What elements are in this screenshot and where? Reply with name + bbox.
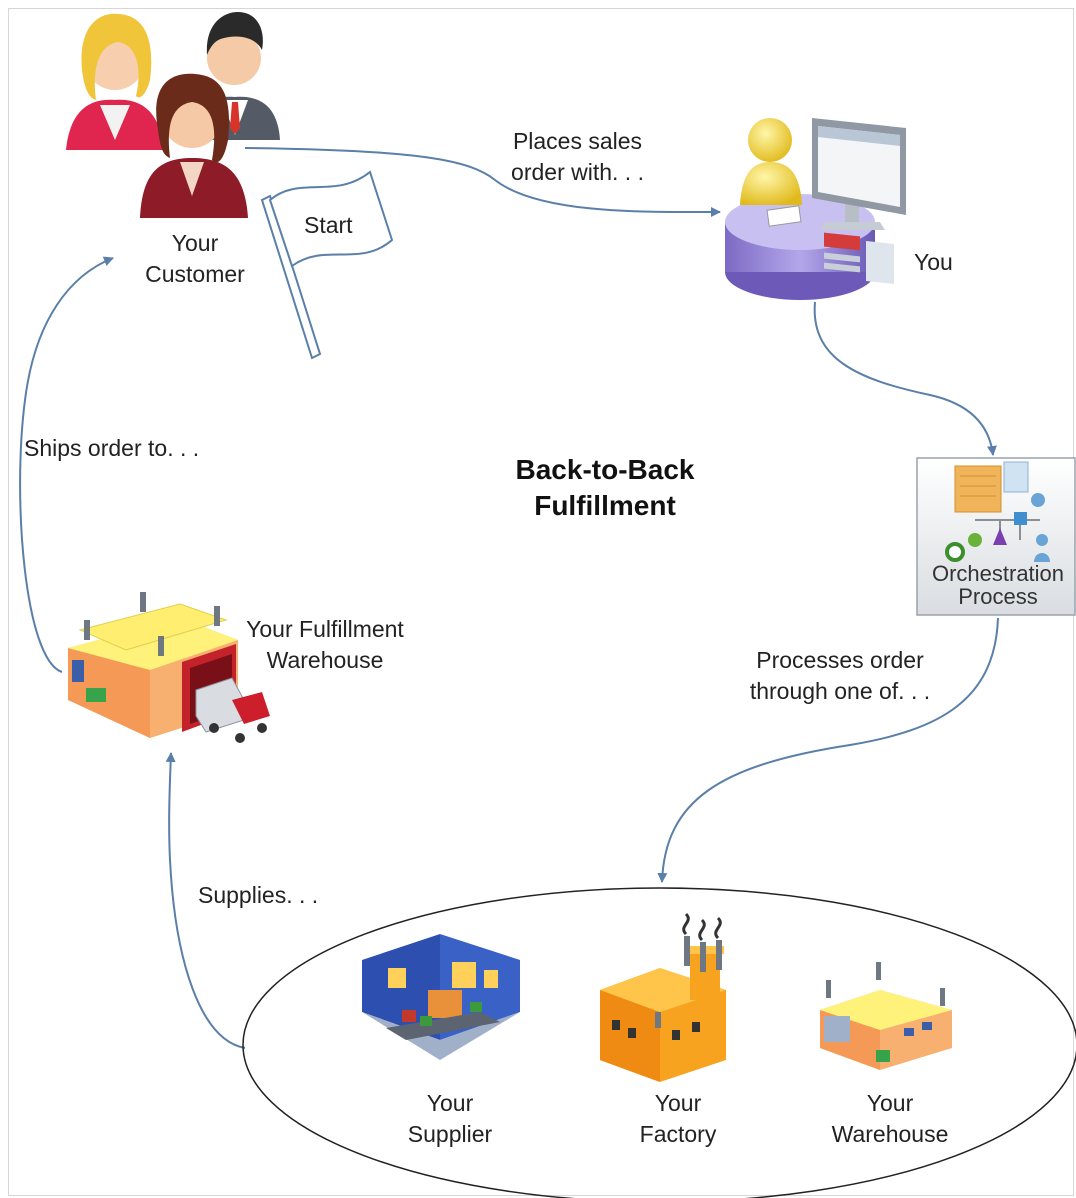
diagram-title: Back-to-Back Fulfillment [470, 452, 740, 524]
supplies-label: Supplies. . . [198, 882, 319, 908]
orchestration-label: Orchestration Process [931, 561, 1065, 609]
arrow-supplies [165, 752, 246, 1049]
ships-order-label: Ships order to. . . [24, 435, 200, 461]
factory-icon [600, 912, 726, 1082]
orchestration-process-icon [916, 457, 1076, 616]
warehouse-icon [820, 962, 952, 1070]
processes-order-label: Processes order through one of. . . [749, 647, 931, 704]
supplier-icon [362, 934, 520, 1060]
warehouse-label: Your Warehouse [831, 1090, 949, 1147]
places-order-label: Places sales order with. . . [511, 128, 644, 185]
arrow-to-orchestration [813, 301, 997, 456]
you-icon [725, 118, 906, 300]
you-label: You [914, 249, 953, 275]
fulfillment-warehouse-icon [68, 592, 270, 743]
start-flag-icon [260, 170, 394, 360]
title-line-1: Back-to-Back [515, 454, 695, 485]
customer-icon [66, 12, 280, 218]
customer-label: Your Customer [145, 230, 245, 287]
sources-ellipse [242, 887, 1076, 1198]
fulfillment-warehouse-label: Your Fulfillment Warehouse [246, 616, 404, 673]
arrow-processes-order [657, 617, 999, 883]
supplier-label: Your Supplier [407, 1090, 493, 1147]
arrow-places-order [244, 147, 721, 218]
title-line-2: Fulfillment [534, 490, 676, 521]
start-label: Start [304, 212, 353, 238]
arrow-ships-order [19, 256, 114, 673]
factory-label: Your Factory [639, 1090, 717, 1147]
